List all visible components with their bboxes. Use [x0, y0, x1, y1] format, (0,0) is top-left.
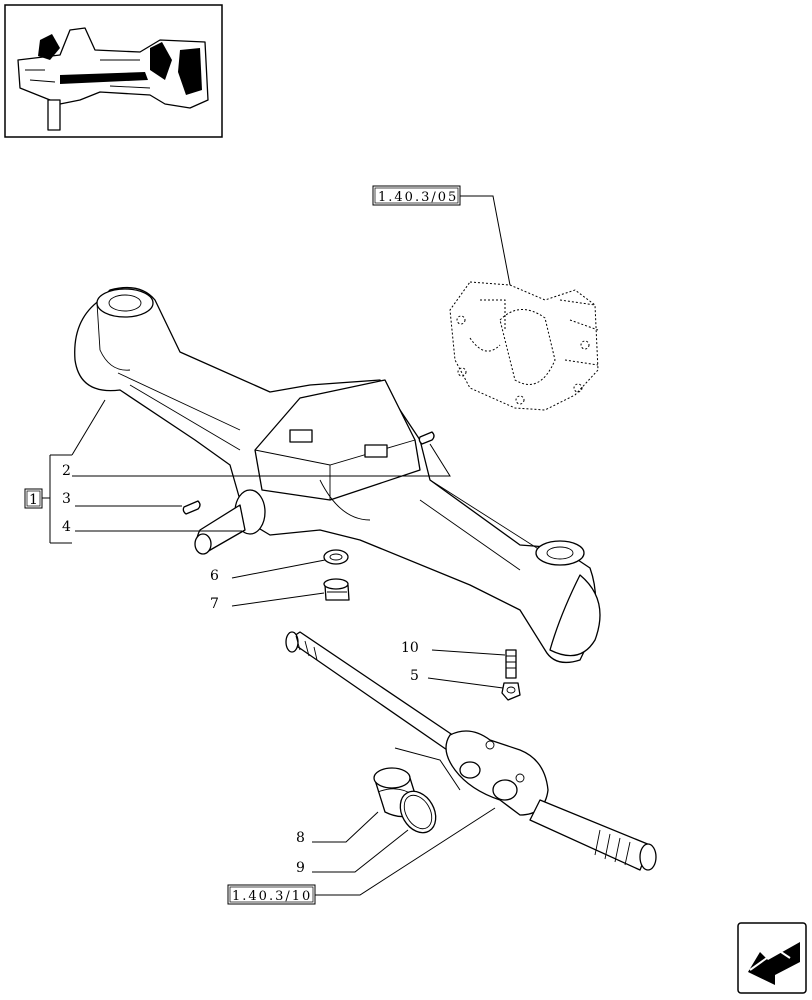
svg-text:3: 3	[62, 491, 71, 507]
callout-8: 8	[296, 811, 379, 846]
svg-text:9: 9	[296, 860, 305, 876]
callout-10: 10	[401, 640, 506, 656]
plug-7	[323, 578, 350, 601]
nut-5	[501, 682, 521, 701]
leader-seal-to-shaft	[394, 747, 461, 791]
next-page-arrow-icon[interactable]	[737, 922, 807, 994]
callout-7: 7	[210, 592, 325, 612]
svg-text:8: 8	[296, 830, 305, 846]
leader-top-ref	[460, 195, 511, 286]
pin-top-right	[418, 431, 435, 445]
callout-9: 9	[296, 829, 409, 876]
svg-text:7: 7	[210, 596, 219, 612]
stud-10	[505, 649, 517, 679]
svg-text:5: 5	[410, 668, 419, 684]
reference-label-bottom: 1.40.3/10	[232, 889, 312, 904]
callout-group-1: 1	[24, 454, 72, 544]
reference-box-bottom[interactable]: 1.40.3/10	[227, 884, 316, 905]
washer-6	[323, 549, 349, 565]
callout-3: 3	[62, 491, 182, 507]
ring-9	[399, 790, 437, 834]
callout-2: 2	[62, 399, 451, 479]
svg-text:4: 4	[62, 519, 71, 535]
steering-knuckle-reference	[449, 281, 599, 411]
axle-overview-thumbnail[interactable]	[4, 4, 223, 138]
callout-1: 1	[29, 492, 38, 508]
drive-shaft	[285, 631, 657, 871]
callout-4: 4	[62, 519, 242, 535]
reference-box-top[interactable]: 1.40.3/05	[372, 185, 461, 206]
svg-text:10: 10	[401, 640, 419, 656]
axle-housing	[74, 286, 601, 664]
reference-label-top: 1.40.3/05	[378, 190, 458, 205]
svg-text:2: 2	[62, 463, 71, 479]
callout-5: 5	[410, 668, 504, 689]
leader-bottom-ref	[315, 807, 496, 896]
callout-6: 6	[210, 559, 326, 584]
svg-text:6: 6	[210, 568, 219, 584]
pin-3	[182, 500, 201, 515]
